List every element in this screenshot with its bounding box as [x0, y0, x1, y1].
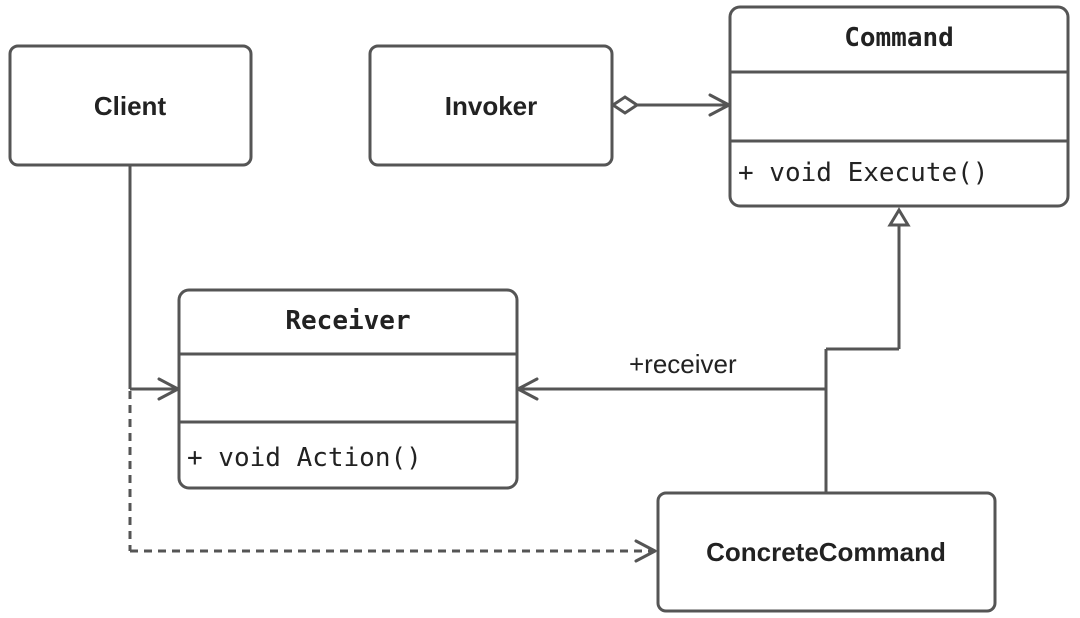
receiver-method: + void Action()	[187, 443, 422, 473]
command-class: Command + void Execute()	[728, 5, 1070, 208]
receiver-class-name: Receiver	[285, 306, 410, 336]
command-method: + void Execute()	[738, 158, 988, 188]
generalization-triangle-icon	[887, 207, 911, 227]
aggregation-arrowhead-icon	[708, 93, 731, 117]
concrete-command-box	[656, 491, 997, 613]
invoker-command-aggregation	[610, 93, 731, 117]
concrete-command-class: ConcreteCommand	[656, 491, 997, 613]
concrete-command-class-name: ConcreteCommand	[706, 537, 946, 567]
receiver-association-arrowhead-icon	[516, 377, 539, 401]
command-box	[728, 5, 1070, 208]
dependency-arrowhead-icon	[634, 539, 657, 563]
client-class-name: Client	[94, 91, 167, 121]
receiver-role-label: +receiver	[629, 349, 737, 379]
invoker-class: Invoker	[368, 44, 614, 167]
concrete-command-receiver-association: +receiver	[516, 349, 826, 401]
client-class: Client	[8, 44, 253, 167]
receiver-class: Receiver + void Action()	[177, 288, 519, 490]
client-concrete-dependency	[128, 391, 657, 563]
generalization-relation	[824, 207, 911, 492]
client-receiver-arrowhead-icon	[157, 377, 180, 401]
client-receiver-association	[128, 165, 180, 401]
command-class-name: Command	[844, 23, 954, 53]
aggregation-diamond-icon	[610, 95, 640, 115]
invoker-class-name: Invoker	[445, 91, 538, 121]
